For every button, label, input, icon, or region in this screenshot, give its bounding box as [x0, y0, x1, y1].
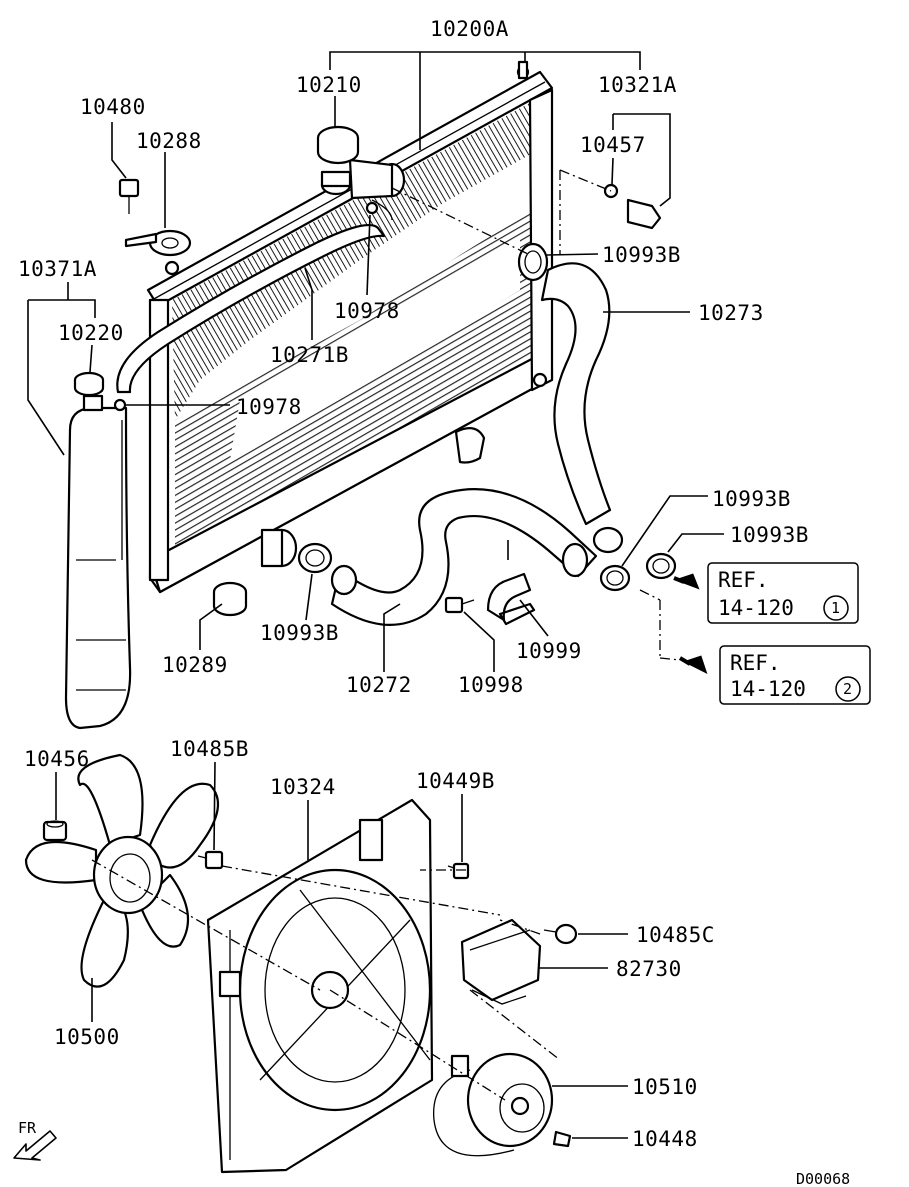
- reserve-tank-drawing: [64, 371, 132, 730]
- label-radiator-assy[interactable]: 10200A: [430, 17, 509, 41]
- label-shroud[interactable]: 10324: [270, 775, 336, 799]
- label-bracket-10999[interactable]: 10999: [516, 639, 582, 663]
- label-radiator-cap[interactable]: 10210: [296, 73, 362, 97]
- ref-box-2[interactable]: REF. 14-120 2: [719, 645, 871, 705]
- label-clamp-upper-hose[interactable]: 10993B: [602, 243, 681, 267]
- label-lower-hose[interactable]: 10272: [346, 673, 412, 697]
- clip-10448-drawing: [552, 1130, 572, 1148]
- fan-motor-drawing: [433, 1052, 554, 1157]
- label-reserve-tank-assy[interactable]: 10371A: [18, 257, 97, 281]
- part-labels: 10200A 10210 10321A 10457 10993B 10273 1…: [18, 17, 850, 1187]
- label-bolt-10485c[interactable]: 10485C: [636, 923, 715, 947]
- ref-1-prefix: REF.: [718, 568, 769, 592]
- label-bolt-10449b[interactable]: 10449B: [416, 769, 495, 793]
- upper-hose-drawing: [540, 262, 612, 526]
- label-bolt-10485b[interactable]: 10485B: [170, 737, 249, 761]
- bracket-drawing: [486, 572, 536, 626]
- label-hose-clip-lower[interactable]: 10978: [236, 395, 302, 419]
- label-clip-10448[interactable]: 10448: [632, 1127, 698, 1151]
- label-lower-insulator[interactable]: 10289: [162, 653, 228, 677]
- diagram-code: D00068: [796, 1170, 850, 1187]
- nut-10456-drawing: [42, 820, 68, 842]
- label-module-82730[interactable]: 82730: [616, 957, 682, 981]
- label-fan-motor[interactable]: 10510: [632, 1075, 698, 1099]
- centerlines: [91, 169, 681, 1101]
- label-o-ring[interactable]: 10457: [580, 133, 646, 157]
- ref-1-page: 14-120: [718, 596, 794, 620]
- label-bolt-10998[interactable]: 10998: [458, 673, 524, 697]
- label-drain-plug-assy[interactable]: 10321A: [598, 73, 677, 97]
- overflow-hose-drawing: [116, 224, 386, 394]
- front-marker-label: FR: [18, 1119, 37, 1137]
- label-fan-blade[interactable]: 10500: [54, 1025, 120, 1049]
- module-82730-drawing: [460, 918, 542, 1005]
- label-reserve-cap[interactable]: 10220: [58, 321, 124, 345]
- label-nut-10456[interactable]: 10456: [24, 747, 90, 771]
- bolt-10998-drawing: [444, 596, 475, 614]
- ref-2-prefix: REF.: [730, 651, 781, 675]
- ref-2-circled: 2: [843, 680, 852, 698]
- label-clamp-right-2[interactable]: 10993B: [730, 523, 809, 547]
- label-upper-hose[interactable]: 10273: [698, 301, 764, 325]
- drain-plug-drawing: [603, 183, 662, 230]
- label-clamp-lower-hose[interactable]: 10993B: [260, 621, 339, 645]
- front-arrow: FR: [13, 1119, 57, 1161]
- clamp-right-1-drawing: [599, 564, 631, 592]
- clamp-upper-drawing: [517, 242, 549, 282]
- hose-clip-lower-drawing: [113, 398, 127, 412]
- lower-hose-drawing: [330, 488, 598, 626]
- label-radiator-mount[interactable]: 10288: [136, 129, 202, 153]
- leader-lines: [27, 51, 724, 1139]
- hose-clip-upper-drawing: [365, 201, 379, 215]
- ref-arrow-2: [678, 655, 708, 674]
- fan-blade-drawing: [24, 753, 220, 988]
- insulator-drawing: [212, 581, 248, 617]
- bolt-10485c-drawing: [543, 923, 578, 945]
- bolt-10480-drawing: [118, 178, 140, 214]
- clamp-lower-drawing: [297, 542, 333, 574]
- clamp-right-2-drawing: [645, 552, 677, 580]
- mount-10288-drawing: [124, 229, 192, 257]
- label-bolt-10480[interactable]: 10480: [80, 95, 146, 119]
- ref-box-1[interactable]: REF. 14-120 1: [707, 562, 859, 624]
- front-arrow-icon: [13, 1130, 57, 1161]
- ref-2-page: 14-120: [730, 677, 806, 701]
- bolt-10449b-drawing: [447, 862, 470, 880]
- radiator-drawing: [146, 60, 554, 594]
- fan-shroud-drawing: [206, 798, 434, 1174]
- label-hose-clip-upper[interactable]: 10978: [334, 299, 400, 323]
- label-overflow-hose[interactable]: 10271B: [270, 343, 349, 367]
- bolt-10485b-drawing: [197, 850, 224, 870]
- ref-1-circled: 1: [831, 599, 840, 617]
- label-clamp-right-1[interactable]: 10993B: [712, 487, 791, 511]
- ref-arrow-1: [673, 573, 700, 590]
- radiator-cap-drawing: [316, 125, 360, 165]
